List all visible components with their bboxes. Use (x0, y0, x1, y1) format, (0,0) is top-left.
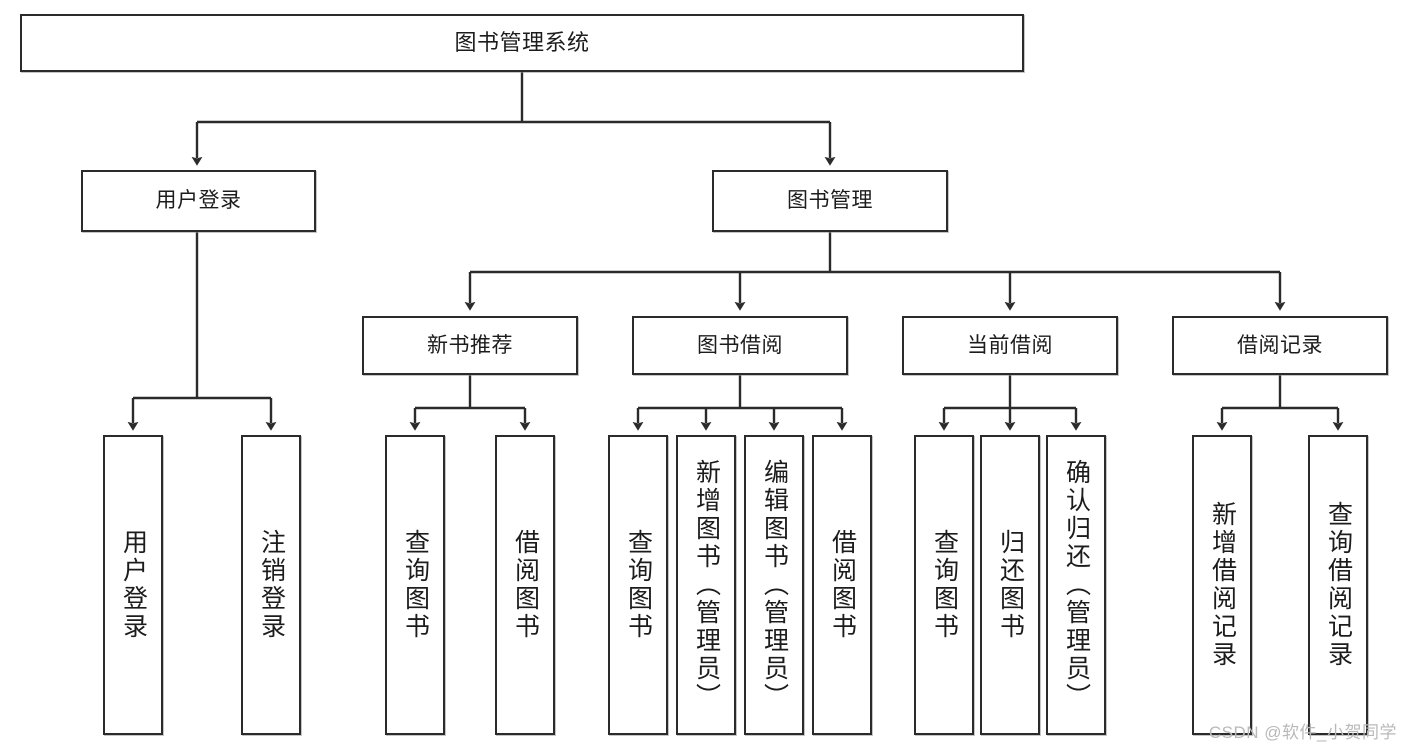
node-leaf-borrow-book-1[interactable]: 借阅图书 (495, 435, 555, 735)
node-label: 确认归还（管理员） (1062, 459, 1091, 711)
node-label: 图书借阅 (697, 333, 783, 357)
node-label: 图书管理 (787, 189, 873, 213)
node-label: 用户登录 (155, 189, 242, 213)
node-label: 查询图书 (401, 529, 430, 641)
node-label: 新增借阅记录 (1208, 501, 1237, 669)
node-label: 注销登录 (257, 529, 286, 641)
watermark-text: CSDN @软件_小贺同学 (1208, 723, 1397, 742)
node-label: 新增图书（管理员） (692, 459, 721, 711)
node-leaf-add-record[interactable]: 新增借阅记录 (1192, 435, 1252, 735)
node-label: 查询图书 (624, 529, 653, 641)
node-book-borrow[interactable]: 图书借阅 (632, 316, 848, 375)
node-leaf-add-book[interactable]: 新增图书（管理员） (676, 435, 736, 735)
node-borrow-record[interactable]: 借阅记录 (1172, 316, 1388, 375)
node-label: 借阅记录 (1237, 333, 1323, 357)
node-new-book-recommend[interactable]: 新书推荐 (362, 316, 578, 375)
node-label: 用户登录 (119, 529, 148, 641)
node-label: 编辑图书（管理员） (760, 459, 789, 711)
node-leaf-logout-login[interactable]: 注销登录 (241, 435, 301, 735)
node-current-borrow[interactable]: 当前借阅 (902, 316, 1118, 375)
node-label: 查询借阅记录 (1324, 501, 1353, 669)
node-label: 图书管理系统 (454, 29, 590, 55)
node-root-system[interactable]: 图书管理系统 (20, 14, 1024, 72)
node-leaf-edit-book[interactable]: 编辑图书（管理员） (744, 435, 804, 735)
node-leaf-query-book-3[interactable]: 查询图书 (914, 435, 974, 735)
node-label: 查询图书 (930, 529, 959, 641)
node-user-login[interactable]: 用户登录 (81, 170, 316, 232)
node-leaf-query-record[interactable]: 查询借阅记录 (1308, 435, 1368, 735)
node-leaf-borrow-book-2[interactable]: 借阅图书 (812, 435, 872, 735)
node-label: 新书推荐 (427, 333, 513, 357)
node-label: 当前借阅 (967, 333, 1053, 357)
node-label: 借阅图书 (511, 529, 540, 641)
node-label: 归还图书 (996, 529, 1025, 641)
node-leaf-user-login[interactable]: 用户登录 (103, 435, 163, 735)
node-leaf-return-book[interactable]: 归还图书 (980, 435, 1040, 735)
node-label: 借阅图书 (828, 529, 857, 641)
node-book-management[interactable]: 图书管理 (712, 170, 948, 232)
node-leaf-query-book-2[interactable]: 查询图书 (608, 435, 668, 735)
node-leaf-confirm-return[interactable]: 确认归还（管理员） (1046, 435, 1106, 735)
node-leaf-query-book-1[interactable]: 查询图书 (385, 435, 445, 735)
